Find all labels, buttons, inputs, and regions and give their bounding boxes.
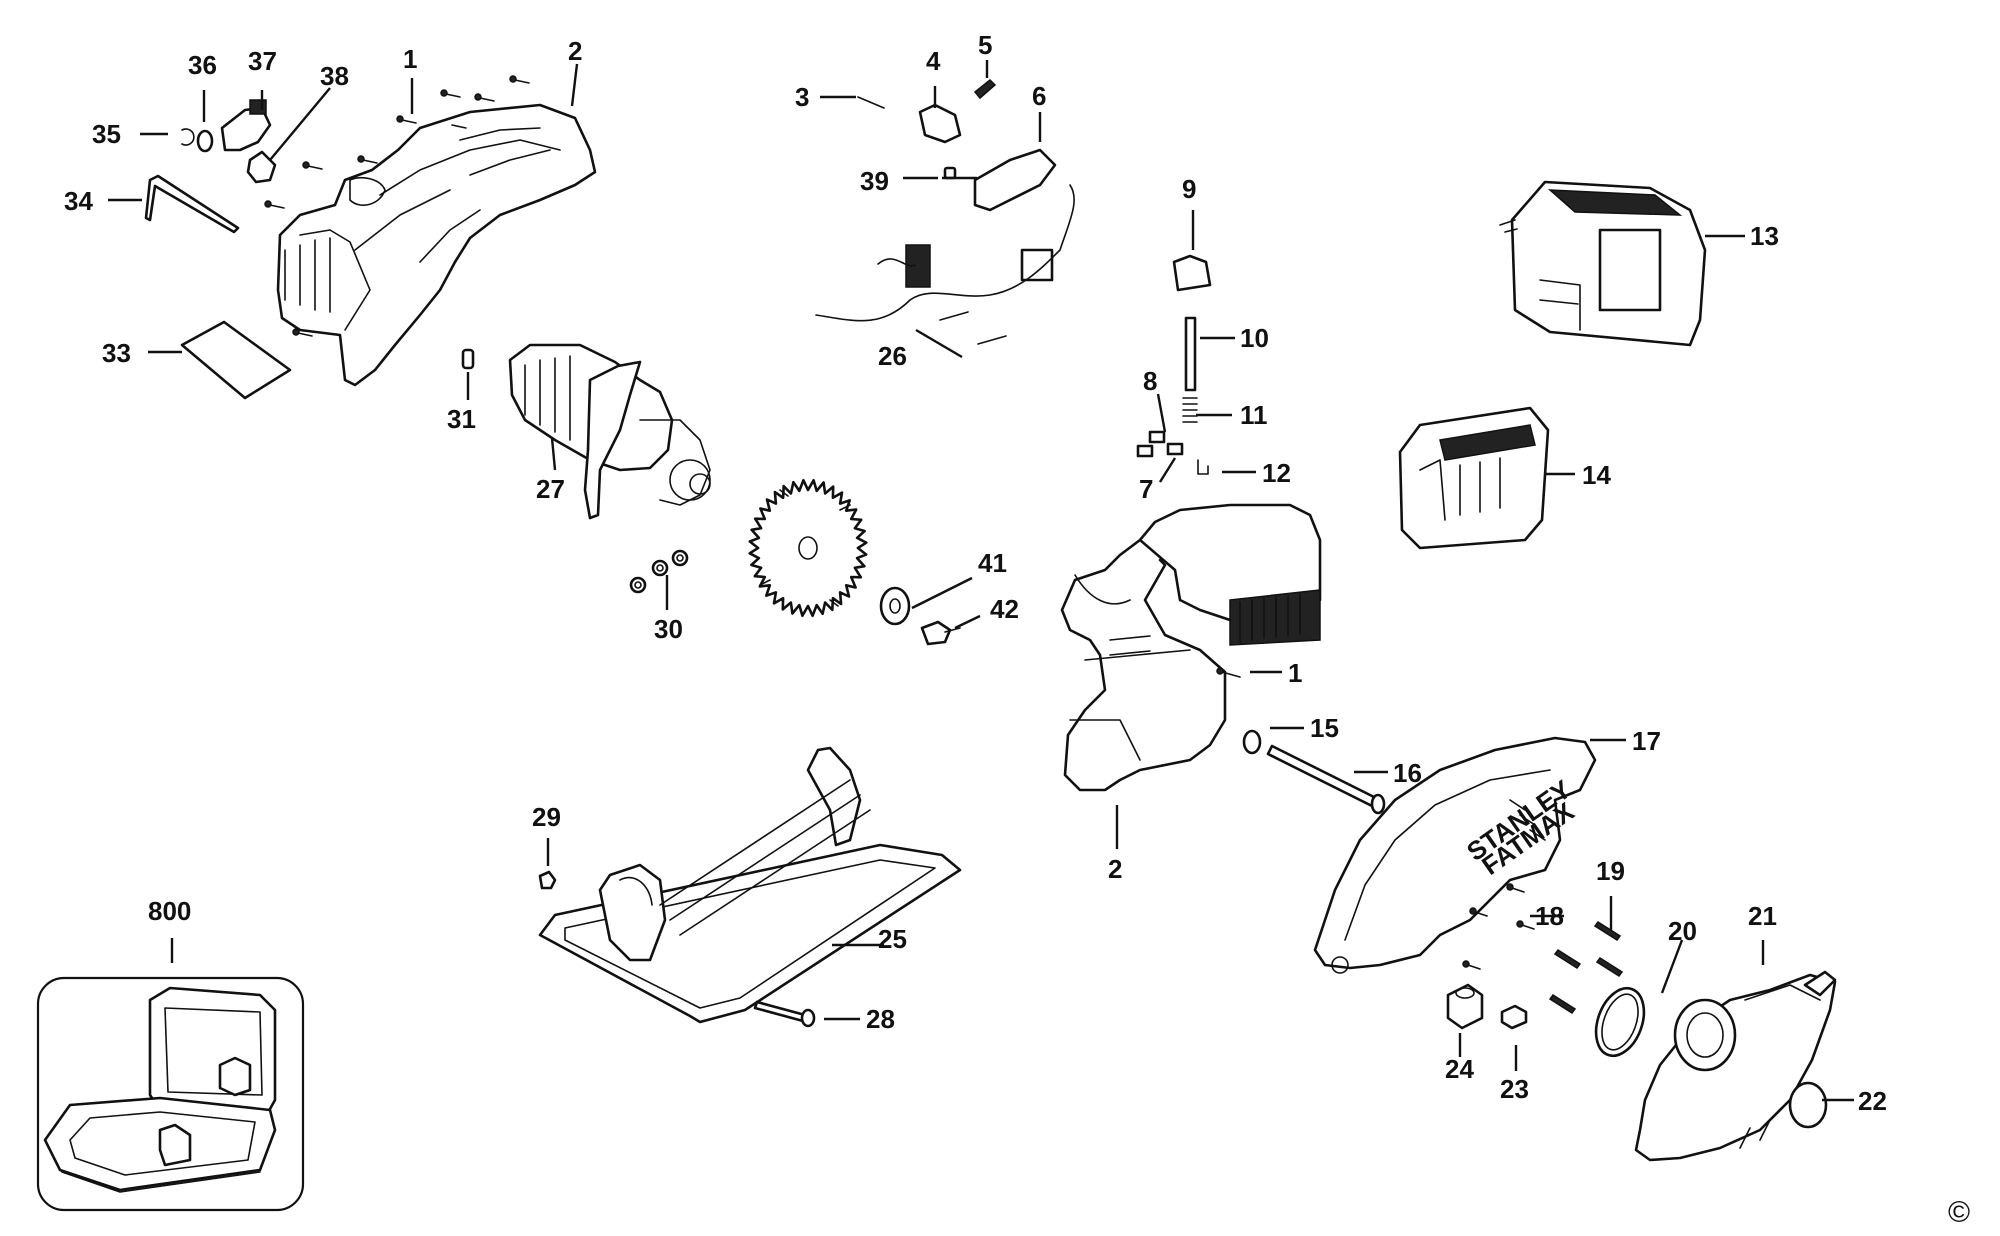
callout-27: 27 — [536, 474, 565, 504]
callout-38: 38 — [320, 61, 349, 91]
callout-39: 39 — [860, 166, 889, 196]
guard-screws — [1462, 883, 1624, 1015]
callout-21: 21 — [1748, 901, 1777, 931]
guard-bolt — [1500, 1004, 1528, 1030]
callout-28: 28 — [866, 1004, 895, 1034]
lever-assembly — [181, 99, 277, 184]
callout-12: 12 — [1262, 458, 1291, 488]
housing-left-half — [276, 103, 597, 387]
callout-5: 5 — [978, 30, 992, 60]
lower-blade-guard — [1634, 970, 1837, 1162]
pin — [461, 348, 475, 370]
callout-16: 16 — [1393, 758, 1422, 788]
callout-4: 4 — [926, 46, 941, 76]
callout-2-top: 2 — [568, 36, 582, 66]
callout-33: 33 — [102, 338, 131, 368]
depth-knob — [538, 870, 557, 890]
callout-24: 24 — [1445, 1054, 1474, 1084]
callout-10: 10 — [1240, 323, 1269, 353]
pivot-bolt — [753, 1000, 816, 1028]
callout-3: 3 — [795, 82, 809, 112]
callout-8: 8 — [1143, 366, 1157, 396]
callout-25: 25 — [878, 924, 907, 954]
callout-42: 42 — [990, 594, 1019, 624]
switch-wiring-assembly — [815, 78, 1075, 345]
motor-assembly — [508, 343, 711, 520]
leader-lines — [108, 60, 1854, 1102]
copyright-mark: © — [1948, 1196, 1970, 1229]
nut-set — [629, 549, 689, 594]
saw-blade — [748, 478, 868, 618]
battery-pack — [1398, 406, 1550, 550]
hex-key — [144, 174, 240, 234]
callout-9: 9 — [1182, 174, 1196, 204]
callout-1-right: 1 — [1288, 658, 1302, 688]
callout-31: 31 — [447, 404, 476, 434]
upper-blade-guard — [1313, 736, 1597, 974]
housing-right-half — [1060, 503, 1322, 792]
lower-guard-ring — [1788, 1081, 1828, 1129]
callout-35: 35 — [92, 119, 121, 149]
callout-13: 13 — [1750, 221, 1779, 251]
callout-14: 14 — [1582, 460, 1611, 490]
callout-23: 23 — [1500, 1074, 1529, 1104]
base-plate — [538, 746, 962, 1024]
screw-set-housing — [264, 75, 530, 337]
callout-1-top: 1 — [403, 44, 417, 74]
callout-36: 36 — [188, 50, 217, 80]
callout-17: 17 — [1632, 726, 1661, 756]
lock-button-assembly — [1136, 254, 1212, 475]
blade-washer-bolt — [879, 586, 961, 646]
spindle-washer — [1242, 729, 1262, 755]
screw-right-housing — [1216, 667, 1241, 678]
callout-2-right: 2 — [1108, 854, 1122, 884]
callout-26: 26 — [878, 341, 907, 371]
callout-18: 18 — [1535, 901, 1564, 931]
callout-29: 29 — [532, 802, 561, 832]
callout-19: 19 — [1596, 856, 1625, 886]
label-sheet — [180, 320, 292, 400]
callout-labels: 1 2 3 4 5 6 7 8 9 10 11 12 13 14 1 15 16… — [64, 30, 1887, 1116]
guard-ring — [1594, 986, 1646, 1058]
carry-case — [36, 976, 305, 1212]
callout-34: 34 — [64, 186, 93, 216]
callout-22: 22 — [1858, 1086, 1887, 1116]
charger — [1499, 180, 1707, 347]
bushing — [1446, 983, 1484, 1030]
spindle-shaft — [1266, 744, 1386, 815]
callout-800: 800 — [148, 896, 191, 926]
callout-30: 30 — [654, 614, 683, 644]
callout-37: 37 — [248, 46, 277, 76]
callout-11: 11 — [1240, 400, 1268, 430]
callout-6: 6 — [1032, 81, 1046, 111]
callout-7: 7 — [1139, 474, 1153, 504]
callout-15: 15 — [1310, 713, 1339, 743]
callout-41: 41 — [978, 548, 1007, 578]
callout-20: 20 — [1668, 916, 1697, 946]
